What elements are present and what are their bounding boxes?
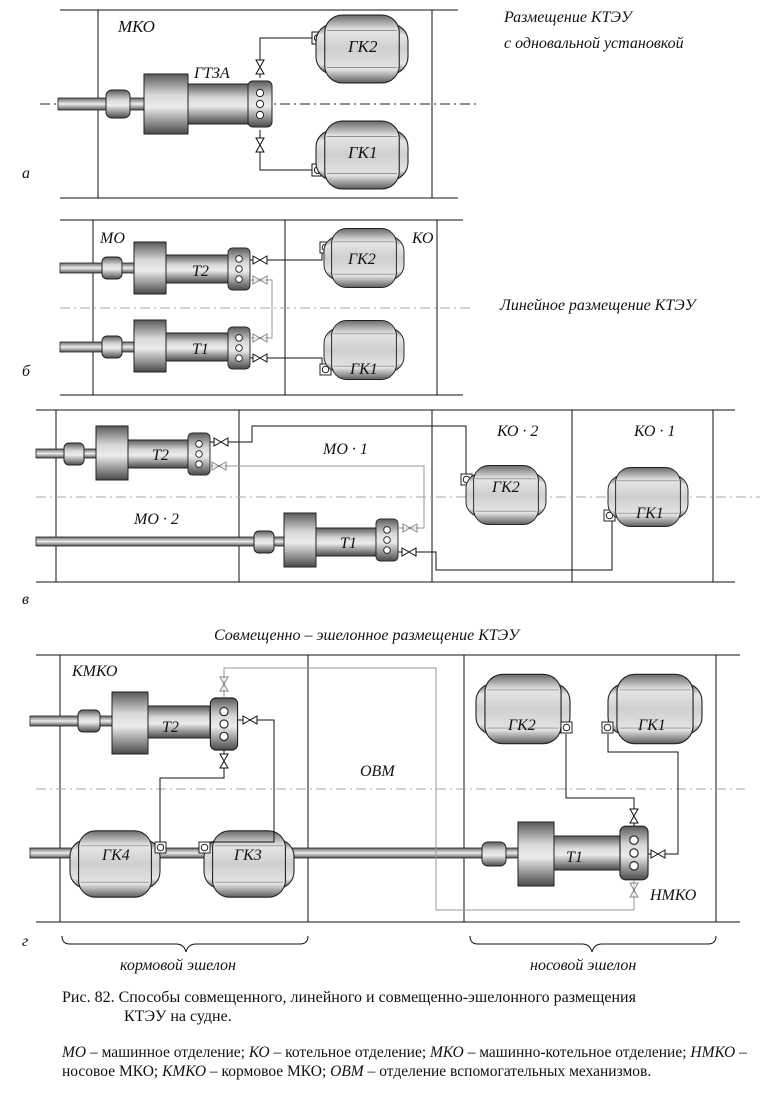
propeller-shaft bbox=[57, 97, 107, 111]
aft-echelon-brace bbox=[61, 935, 309, 953]
title-a-line2: с одновальной установкой bbox=[504, 35, 684, 52]
label-gk2-a: ГК2 bbox=[347, 37, 378, 56]
label-kmko: КМКО bbox=[71, 663, 118, 680]
main-gear bbox=[143, 73, 189, 135]
gtza-turbine bbox=[187, 83, 249, 125]
title-d: Совмещенно – эшелонное размещение КТЭУ bbox=[214, 627, 521, 644]
label-gk2-c: ГК2 bbox=[491, 479, 520, 496]
label-ovm: ОВМ bbox=[360, 763, 396, 780]
label-gk1-c: ГК1 bbox=[635, 505, 664, 522]
label-t1-d: Т1 bbox=[566, 849, 583, 866]
fwd-echelon-brace bbox=[469, 935, 717, 953]
label-t1-b: Т1 bbox=[192, 341, 209, 358]
label-t2-b: Т2 bbox=[192, 263, 209, 280]
letter-c: в bbox=[22, 591, 29, 608]
label-t1-c: Т1 bbox=[340, 535, 357, 552]
thrust-bearing bbox=[105, 89, 131, 119]
diagram-a: МКО ГТЗА ГК2 ГК1 а Размещение КТЭУ с одн… bbox=[22, 9, 684, 199]
legend-mo-text: – машинное отделение; bbox=[86, 1044, 249, 1061]
title-b: Линейное размещение КТЭУ bbox=[499, 297, 698, 314]
caption-line2: КТЭУ на судне. bbox=[124, 1008, 232, 1025]
label-aft-echelon: кормовой эшелон bbox=[120, 957, 236, 974]
label-gk2-b: ГК2 bbox=[347, 251, 376, 268]
gtza-gearbox bbox=[247, 80, 273, 128]
letter-b: б bbox=[22, 363, 31, 380]
label-ko2: КО · 2 bbox=[496, 423, 538, 440]
label-gk4: ГК4 bbox=[101, 847, 130, 864]
legend-ko-text: – котельное отделение; bbox=[269, 1044, 431, 1061]
legend-mo-abbr: МО bbox=[62, 1044, 87, 1061]
caption-line1: Рис. 82. Способы совмещенного, линейного… bbox=[62, 989, 636, 1006]
valve-icon bbox=[255, 137, 265, 153]
label-gk1-a: ГК1 bbox=[347, 143, 377, 162]
label-gk1-b: ГК1 bbox=[349, 361, 378, 378]
boiler-gk3 bbox=[203, 830, 295, 898]
legend-kmko-text: – кормовое МКО; bbox=[206, 1063, 331, 1080]
label-ko1: КО · 1 bbox=[633, 423, 675, 440]
label-ko: КО bbox=[411, 230, 434, 247]
legend-ovm-abbr: ОВМ bbox=[330, 1063, 364, 1080]
label-t2-c: Т2 bbox=[152, 447, 169, 464]
diagram-b: МО КО Т2 Т1 ГК2 ГК1 б Линейное размещени… bbox=[22, 219, 698, 396]
label-gk1-d: ГК1 bbox=[637, 717, 666, 734]
diagram-d: Совмещенно – эшелонное размещение КТЭУ bbox=[22, 627, 745, 974]
legend-nmko-text: – носовое МКО; bbox=[62, 1044, 747, 1080]
letter-a: а bbox=[22, 165, 30, 182]
label-mko: МКО bbox=[117, 17, 155, 36]
label-mo2: МО · 2 bbox=[133, 511, 179, 528]
legend-mko-text: – машинно-котельное отделение; bbox=[463, 1044, 691, 1061]
label-fwd-echelon: носовой эшелон bbox=[530, 957, 636, 974]
label-mo1: МО · 1 bbox=[322, 441, 368, 458]
legend-ko-abbr: КО bbox=[248, 1044, 270, 1061]
title-a-line1: Размещение КТЭУ bbox=[503, 9, 634, 26]
diagram-c: Т2 Т1 МО · 2 МО · 1 КО · 2 КО · 1 ГК2 ГК… bbox=[22, 409, 760, 608]
label-gk2-d: ГК2 bbox=[507, 717, 536, 734]
figure-caption: Рис. 82. Способы совмещенного, линейного… bbox=[62, 988, 752, 1026]
legend-nmko-abbr: НМКО bbox=[690, 1044, 736, 1061]
boiler-gk4 bbox=[69, 830, 161, 898]
label-gtza: ГТЗА bbox=[193, 65, 230, 82]
legend-kmko-abbr: КМКО bbox=[162, 1063, 207, 1080]
legend-mko-abbr: МКО bbox=[430, 1044, 464, 1061]
valve-icon bbox=[255, 59, 265, 75]
legend-ovm-text: – отделение вспомогательных механизмов. bbox=[363, 1063, 652, 1080]
label-nmko: НМКО bbox=[649, 887, 697, 904]
label-gk3: ГК3 bbox=[233, 847, 262, 864]
label-t2-d: Т2 bbox=[162, 719, 179, 736]
letter-d: г bbox=[22, 933, 28, 950]
abbreviation-legend: МО – машинное отделение; КО – котельное … bbox=[62, 1043, 762, 1081]
label-mo: МО bbox=[99, 230, 125, 247]
